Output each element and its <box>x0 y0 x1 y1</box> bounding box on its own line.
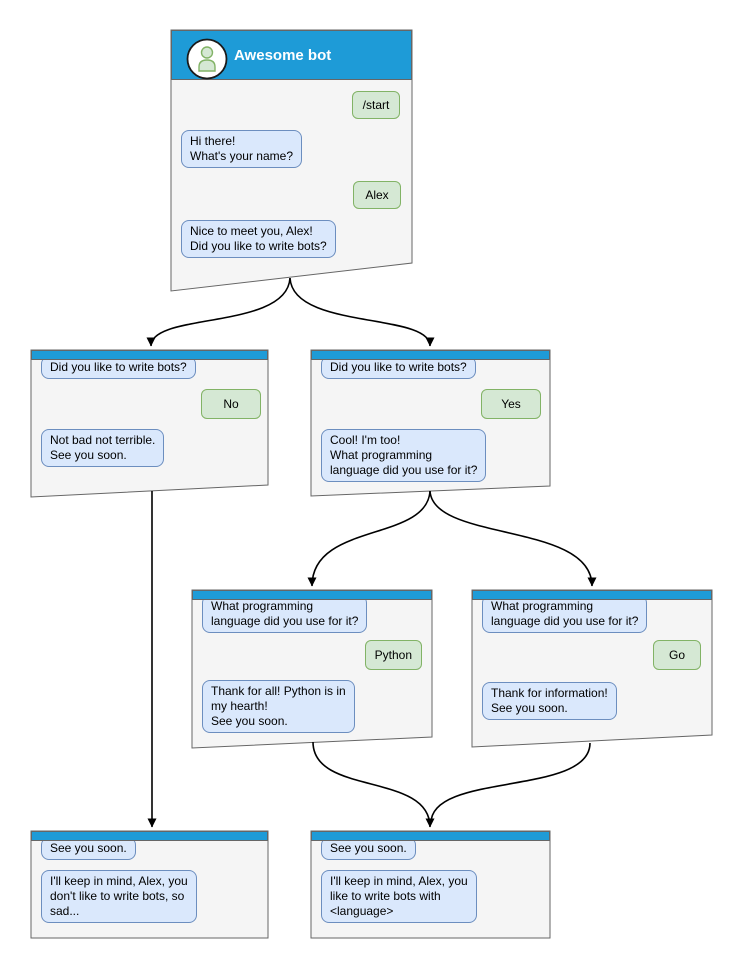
chat-window-python-branch: What programming language did you use fo… <box>192 590 432 748</box>
message-start-command: /start <box>352 91 400 119</box>
chat-window-no-header <box>31 350 268 360</box>
chat-window-main-header: Awesome bot <box>171 30 412 80</box>
arrow-yes-to-python <box>307 490 431 587</box>
chat-window-yes-header <box>311 350 550 360</box>
message-question-language: What programming language did you use fo… <box>202 595 368 633</box>
chat-window-end-no: See you soon. I'll keep in mind, Alex, y… <box>31 831 268 938</box>
chat-window-go-header <box>472 590 712 600</box>
message-nice-to-meet: Nice to meet you, Alex! Did you like to … <box>181 220 336 258</box>
message-answer-go: Go <box>653 640 701 670</box>
bot-avatar-icon <box>186 38 228 80</box>
message-question-bots: Did you like to write bots? <box>41 356 196 379</box>
message-reply-yes: Cool! I'm too! What programming language… <box>321 429 487 482</box>
chat-window-go-branch: What programming language did you use fo… <box>472 590 712 747</box>
arrow-main-to-yes <box>289 277 435 347</box>
arrow-python-to-end <box>312 741 435 828</box>
message-reply-no: Not bad not terrible. See you soon. <box>41 429 165 467</box>
bot-title: Awesome bot <box>234 46 332 64</box>
chat-window-main: Awesome bot /start Hi there! What's your… <box>171 30 412 291</box>
message-name-answer: Alex <box>353 181 401 209</box>
message-greeting: Hi there! What's your name? <box>181 130 303 168</box>
message-question-language: What programming language did you use fo… <box>482 595 648 633</box>
chat-window-no-branch: Did you like to write bots? No Not bad n… <box>31 350 268 497</box>
chat-window-end-lang: See you soon. I'll keep in mind, Alex, y… <box>311 831 550 938</box>
chat-window-yes-branch: Did you like to write bots? Yes Cool! I'… <box>311 350 550 496</box>
message-answer-yes: Yes <box>481 389 541 419</box>
message-see-you-soon: See you soon. <box>41 837 136 860</box>
chat-window-python-header <box>192 590 432 600</box>
message-see-you-soon: See you soon. <box>321 837 416 860</box>
message-reply-go: Thank for information! See you soon. <box>482 682 617 720</box>
message-answer-python: Python <box>364 640 422 670</box>
chat-window-end-lang-header <box>311 831 550 841</box>
message-answer-no: No <box>201 389 261 419</box>
arrow-main-to-no <box>146 277 291 347</box>
message-keep-in-mind-no: I'll keep in mind, Alex, you don't like … <box>41 870 197 923</box>
message-keep-in-mind-lang: I'll keep in mind, Alex, you like to wri… <box>321 870 477 923</box>
message-reply-python: Thank for all! Python is in my hearth! S… <box>202 680 355 733</box>
arrow-go-to-end <box>430 742 591 824</box>
arrow-yes-to-go <box>429 490 597 587</box>
chat-window-end-no-header <box>31 831 268 841</box>
